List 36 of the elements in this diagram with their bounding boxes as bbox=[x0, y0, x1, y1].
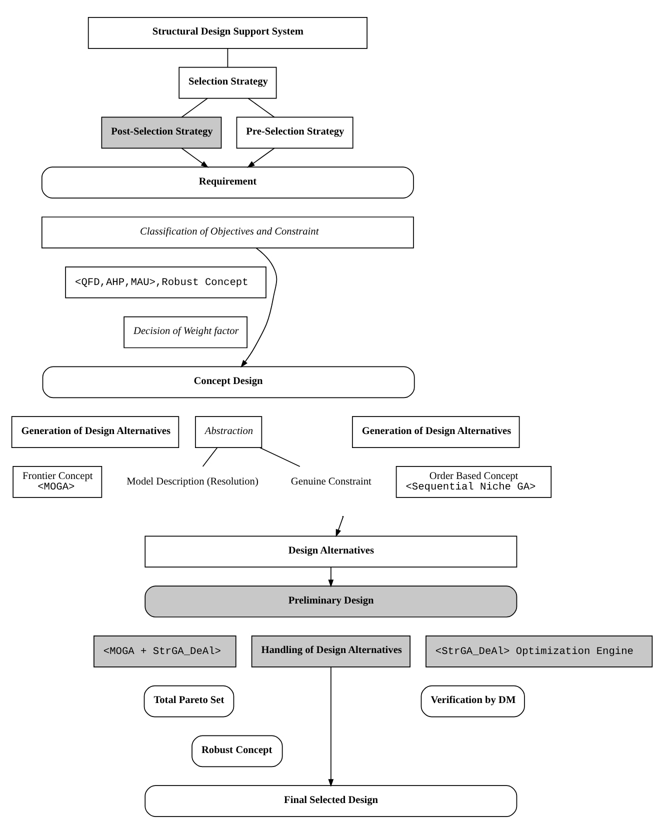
connector bbox=[181, 97, 208, 118]
arrow bbox=[181, 147, 209, 168]
arrow bbox=[328, 566, 334, 587]
node-box: Robust Concept bbox=[192, 734, 283, 767]
arrow bbox=[336, 516, 344, 537]
arrow bbox=[247, 147, 275, 168]
node-box: <MOGA + StrGA_DeAl> bbox=[94, 635, 236, 667]
connector bbox=[227, 48, 228, 68]
node-box: Post-Selection Strategy bbox=[101, 116, 222, 148]
node-box: Generation of Design Alternatives bbox=[11, 416, 180, 448]
node-text: Model Description (Resolution) bbox=[126, 476, 258, 488]
node-box: Total Pareto Set bbox=[144, 684, 234, 717]
node-box: Verification by DM bbox=[420, 684, 525, 717]
node-box: Generation of Design Alternatives bbox=[352, 416, 520, 448]
node-box: Abstraction bbox=[195, 416, 262, 448]
node-box: Handling of Design Alternatives bbox=[251, 635, 410, 667]
node-box: Pre-Selection Strategy bbox=[236, 116, 354, 148]
node-box: Final Selected Design bbox=[144, 784, 518, 816]
node-box: Decision of Weight factor bbox=[124, 316, 248, 348]
node-box: Concept Design bbox=[42, 366, 415, 398]
node-box: Preliminary Design bbox=[144, 585, 518, 617]
node-box: Frontier Concept <MOGA> bbox=[12, 466, 102, 498]
node-box: Classification of Objectives and Constraint bbox=[41, 216, 414, 248]
arrow bbox=[328, 666, 334, 786]
node-box: Structural Design Support System bbox=[88, 16, 368, 48]
node-box: <StrGA_DeAl> Optimization Engine bbox=[426, 635, 653, 667]
node-box: Requirement bbox=[41, 166, 414, 198]
node-box: Design Alternatives bbox=[144, 535, 518, 568]
node-box: Order Based Concept <Sequential Niche GA> bbox=[396, 466, 552, 498]
node-text: Genuine Constraint bbox=[290, 476, 372, 488]
connector bbox=[259, 446, 300, 466]
connector bbox=[248, 97, 275, 118]
node-box: Selection Strategy bbox=[178, 66, 277, 98]
arrow bbox=[240, 247, 278, 368]
connector bbox=[202, 446, 218, 466]
node-box: <QFD,AHP,MAU>,Robust Concept bbox=[65, 266, 266, 298]
